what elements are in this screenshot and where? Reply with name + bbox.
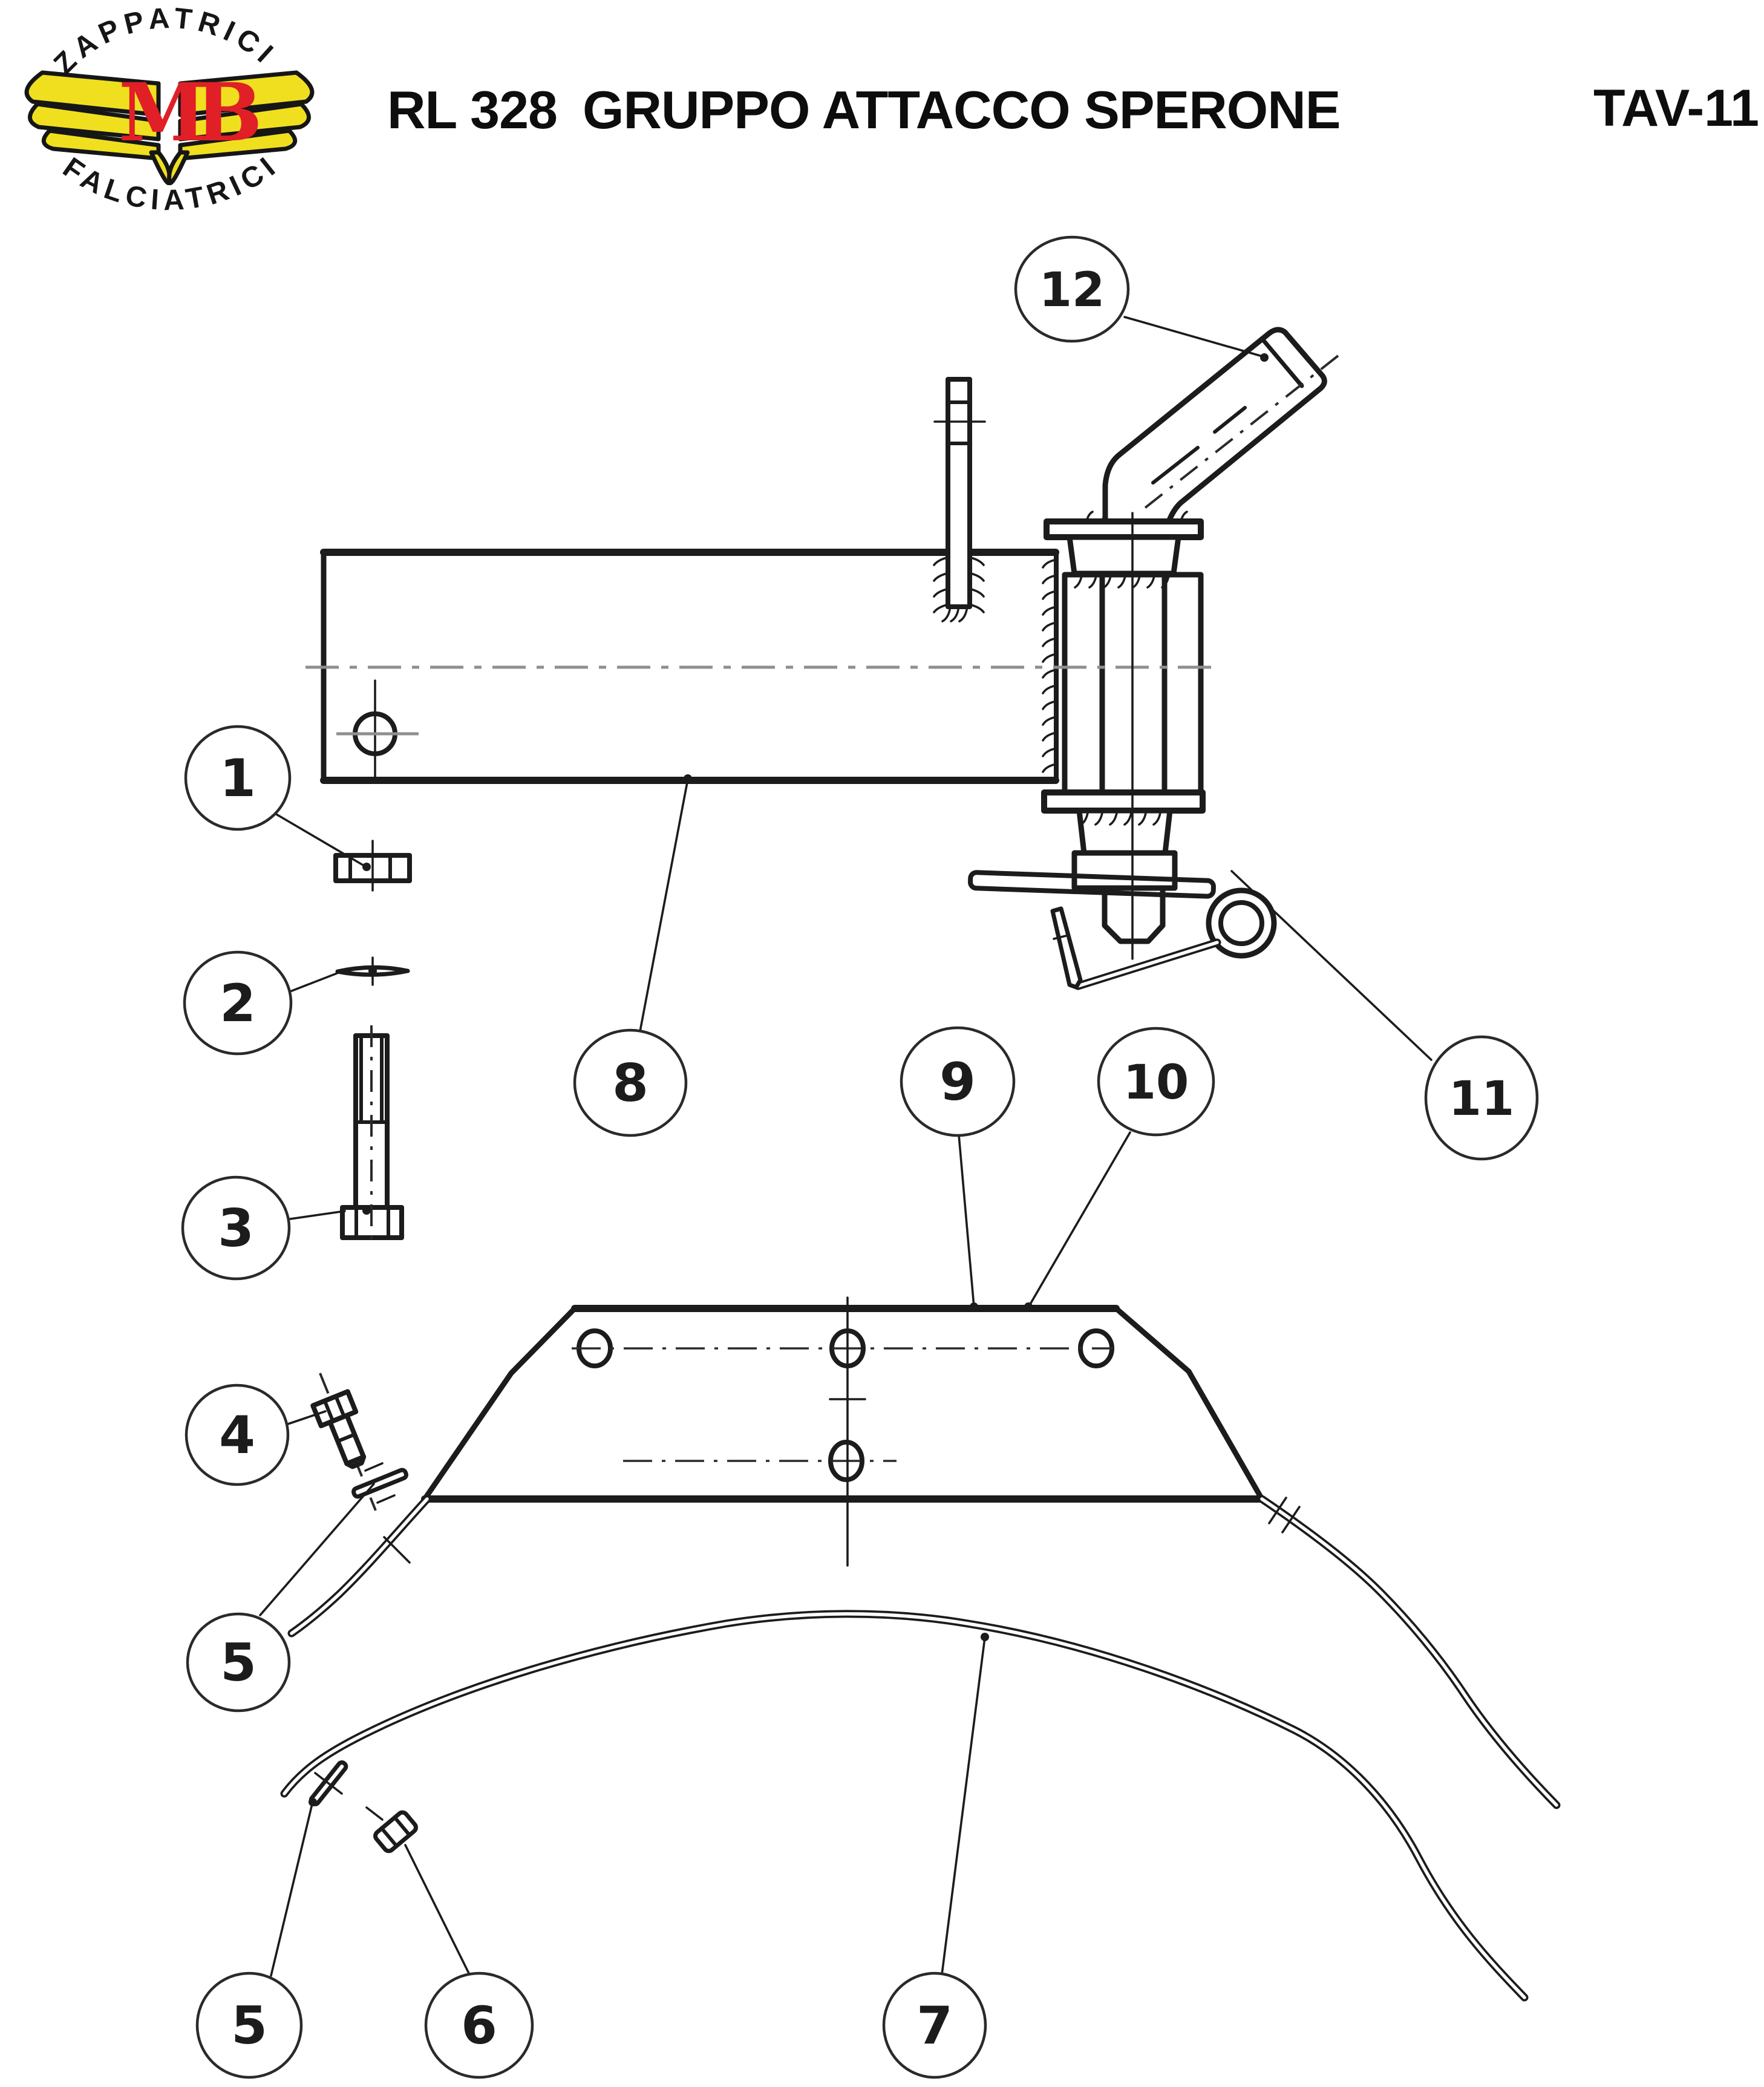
clamp-lower-collar xyxy=(1076,808,1173,856)
callout-7: 7 xyxy=(882,1971,987,2079)
clamp-stem xyxy=(1102,885,1166,944)
part-stud xyxy=(933,377,986,622)
callout-5-upper: 5 xyxy=(186,1612,291,1713)
clamp-block xyxy=(1071,850,1178,891)
callout-10: 10 xyxy=(1097,1027,1215,1137)
part-nut-large xyxy=(333,840,412,892)
spring-clip xyxy=(968,870,1277,990)
svg-text:4: 4 xyxy=(219,1405,255,1466)
svg-text:2: 2 xyxy=(220,973,256,1034)
plate-number: TAV-11 xyxy=(1593,79,1759,137)
handle xyxy=(1102,327,1327,524)
callout-5-lower: 5 xyxy=(195,1971,303,2079)
logo-wings-icon xyxy=(24,70,315,186)
clamp-assembly xyxy=(1041,327,1327,944)
callout-2: 2 xyxy=(183,950,293,1056)
svg-text:1: 1 xyxy=(220,748,256,809)
part-pin-upper xyxy=(351,1462,408,1504)
callout-11: 11 xyxy=(1424,1035,1539,1161)
clip-foot xyxy=(1050,906,1083,990)
callout-6: 6 xyxy=(424,1971,534,2079)
callout-9: 9 xyxy=(900,1026,1016,1137)
svg-text:9: 9 xyxy=(939,1052,976,1112)
svg-text:10: 10 xyxy=(1123,1056,1189,1110)
logo: MB ZAPPATRICI FALCIATRICI xyxy=(24,2,315,217)
svg-text:5: 5 xyxy=(231,1996,267,2056)
leader-lines xyxy=(259,316,1432,1977)
skid xyxy=(280,1610,1529,2002)
plate-hole xyxy=(828,1440,864,1482)
svg-text:6: 6 xyxy=(461,1996,497,2056)
svg-text:12: 12 xyxy=(1039,263,1105,318)
part-bolt-large xyxy=(340,1025,404,1247)
svg-text:11: 11 xyxy=(1449,1072,1515,1126)
handle-axis xyxy=(1137,354,1339,514)
clip-lever xyxy=(968,870,1216,899)
clamp-upper-collar xyxy=(1067,534,1181,576)
callout-3: 3 xyxy=(181,1175,291,1281)
svg-text:8: 8 xyxy=(612,1053,648,1114)
svg-text:3: 3 xyxy=(218,1198,254,1259)
logo-monogram: MB xyxy=(119,66,258,160)
leader-dots xyxy=(309,353,1269,1806)
svg-text:7: 7 xyxy=(916,1996,953,2056)
callout-4: 4 xyxy=(185,1383,290,1486)
svg-text:5: 5 xyxy=(220,1633,256,1693)
bracket-plate xyxy=(287,1296,1561,1809)
callout-8: 8 xyxy=(573,1028,688,1137)
callout-12: 12 xyxy=(1014,235,1130,343)
part-nut-small xyxy=(365,1806,418,1853)
callout-1: 1 xyxy=(184,725,292,831)
